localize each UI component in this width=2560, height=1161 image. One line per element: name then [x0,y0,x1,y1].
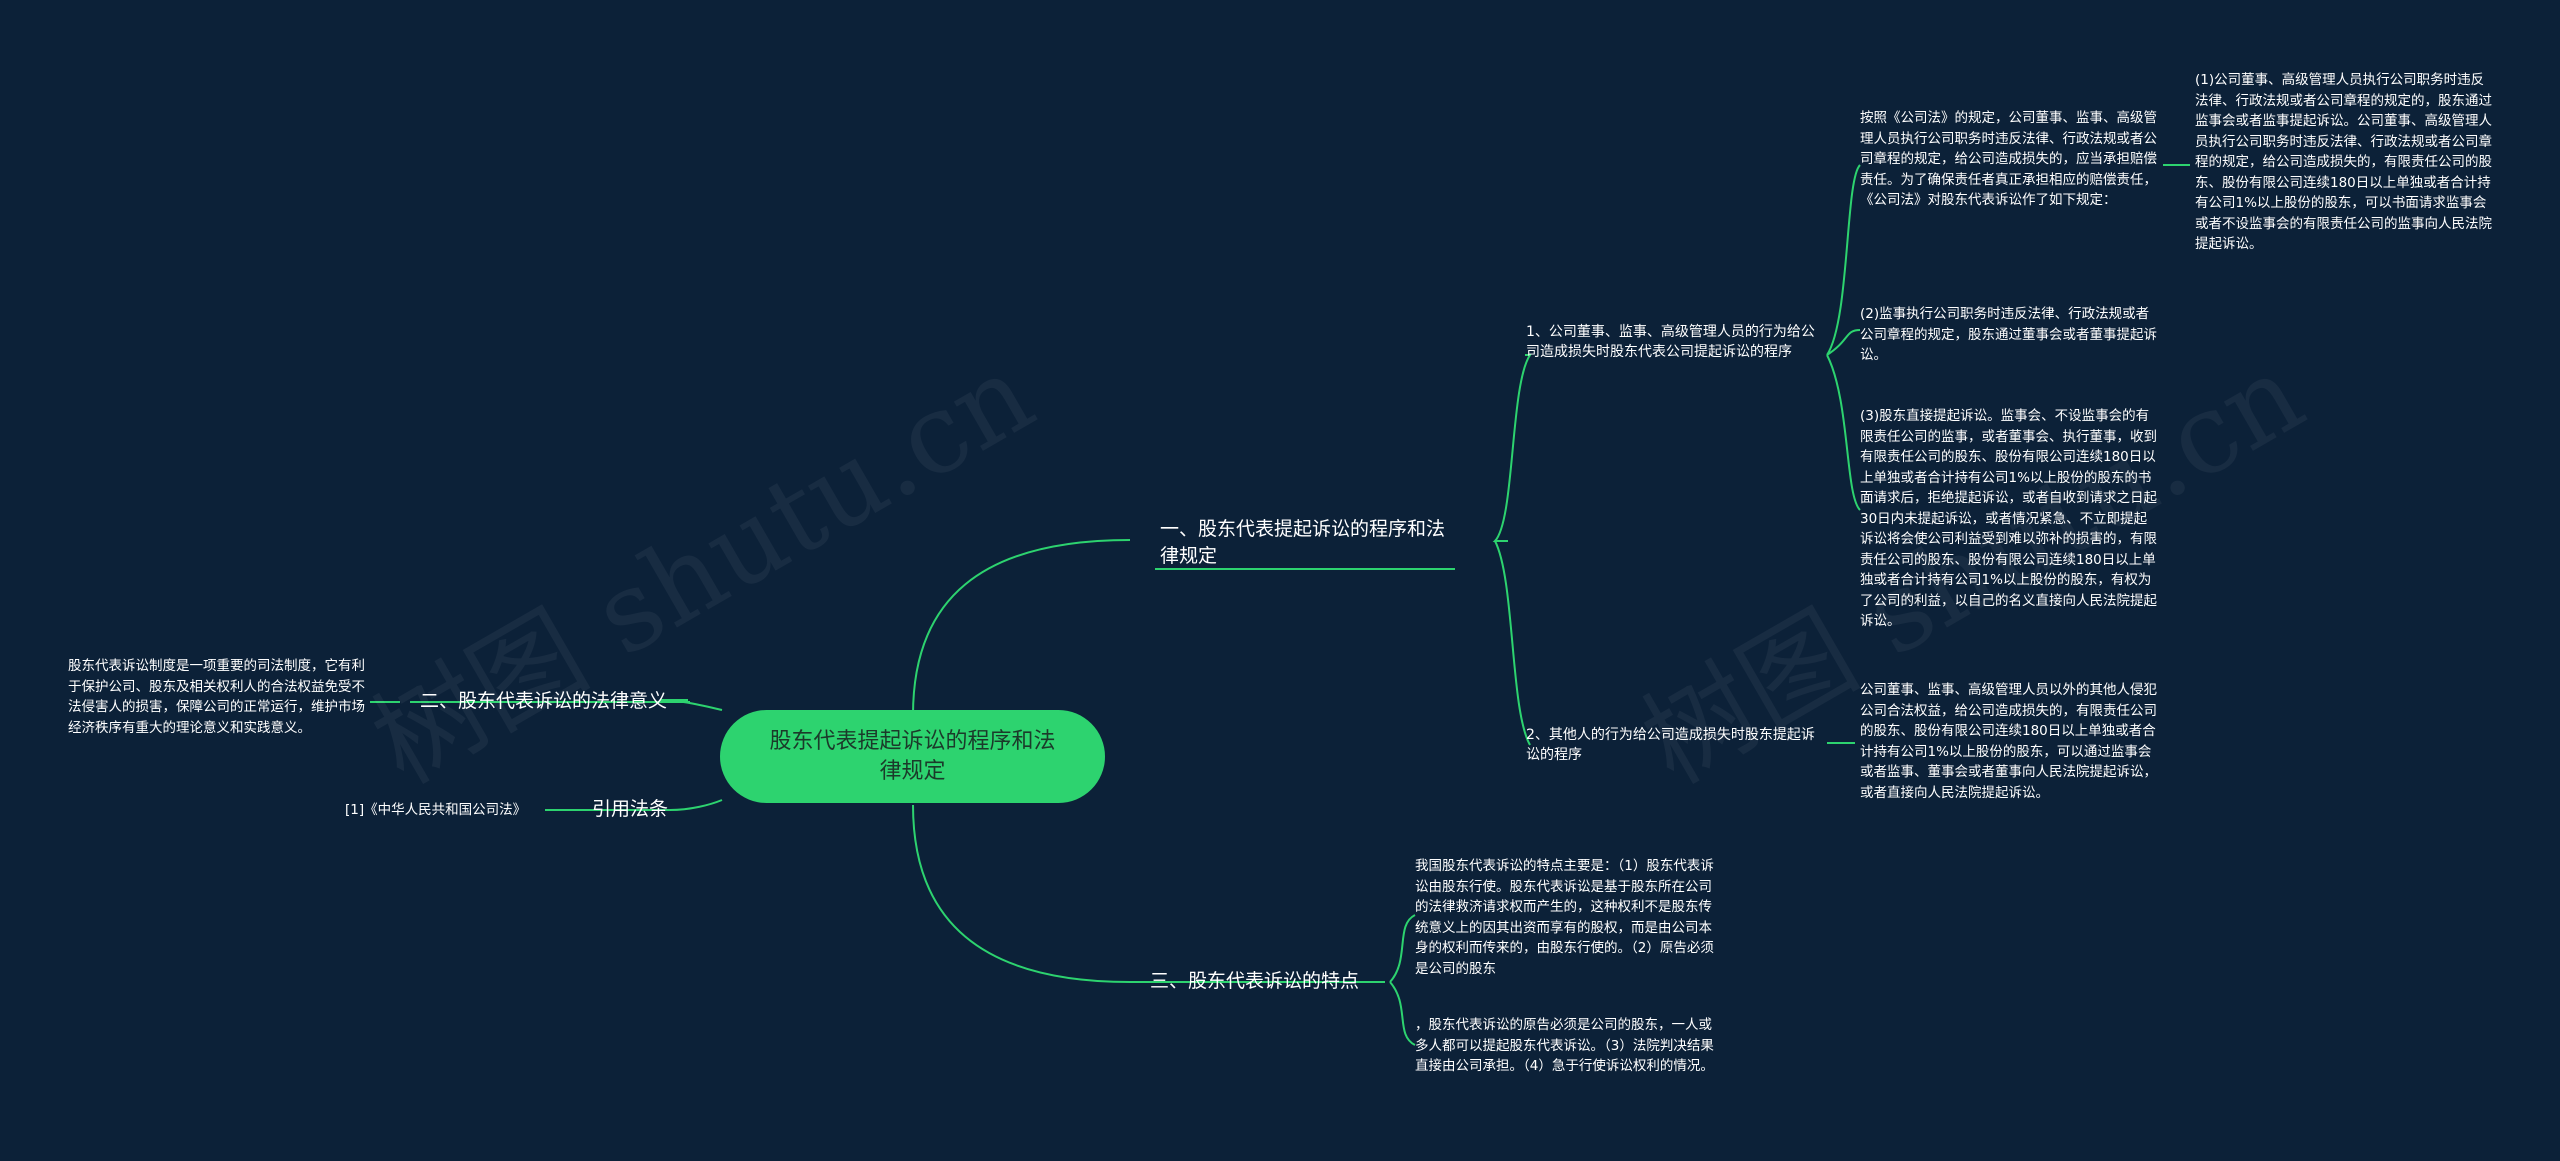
leaf-company-law-intro: 按照《公司法》的规定，公司董事、监事、高级管理人员执行公司职务时违反法律、行政法… [1860,110,2157,208]
sub-topic-others-procedure[interactable]: 2、其他人的行为给公司造成损失时股东提起诉讼的程序 [1526,727,1815,763]
leaf-item-1-directors: (1)公司董事、高级管理人员执行公司职务时违反法律、行政法规或者公司章程的规定的… [2195,72,2492,252]
branch-legal-significance[interactable]: 二、股东代表诉讼的法律意义 [420,690,668,712]
leaf-item-2-supervisor: (2)监事执行公司职务时违反法律、行政法规或者公司章程的规定，股东通过董事会或者… [1860,306,2157,363]
branch-procedure-and-law[interactable]: 一、股东代表提起诉讼的程序和法律规定 [1160,518,1446,567]
leaf-cited-law-text: [1]《中华人民共和国公司法》 [345,802,527,818]
edge-b3-bracket [1389,914,1416,1046]
root-topic[interactable]: 股东代表提起诉讼的程序和法律规定 [720,710,1105,803]
edge-c1-children [1826,164,1861,511]
edge-root-b1 [912,539,1131,716]
leaf-item-3-direct-suit: (3)股东直接提起诉讼。监事会、不设监事会的有限责任公司的监事，或者董事会、执行… [1860,408,2157,629]
branch-cited-law[interactable]: 引用法条 [592,798,669,820]
leaf-others-procedure-text: 公司董事、监事、高级管理人员以外的其他人侵犯公司合法权益，给公司造成损失的，有限… [1860,682,2157,801]
branch-characteristics[interactable]: 三、股东代表诉讼的特点 [1150,970,1360,992]
edge-root-b4 [545,799,723,811]
edge-b1-bracket [1492,354,1532,746]
edge-root-b3 [912,804,1131,983]
leaf-characteristics-part-1: 我国股东代表诉讼的特点主要是：（1）股东代表诉讼由股东行使。股东代表诉讼是基于股… [1415,858,1714,977]
leaf-characteristics-part-2: ，股东代表诉讼的原告必须是公司的股东，一人或多人都可以提起股东代表诉讼。（3）法… [1415,1017,1714,1074]
leaf-significance-text: 股东代表诉讼制度是一项重要的司法制度，它有利于保护公司、股东及相关权利人的合法权… [68,658,365,736]
sub-topic-directors-procedure[interactable]: 1、公司董事、监事、高级管理人员的行为给公司造成损失时股东代表公司提起诉讼的程序 [1526,324,1815,360]
